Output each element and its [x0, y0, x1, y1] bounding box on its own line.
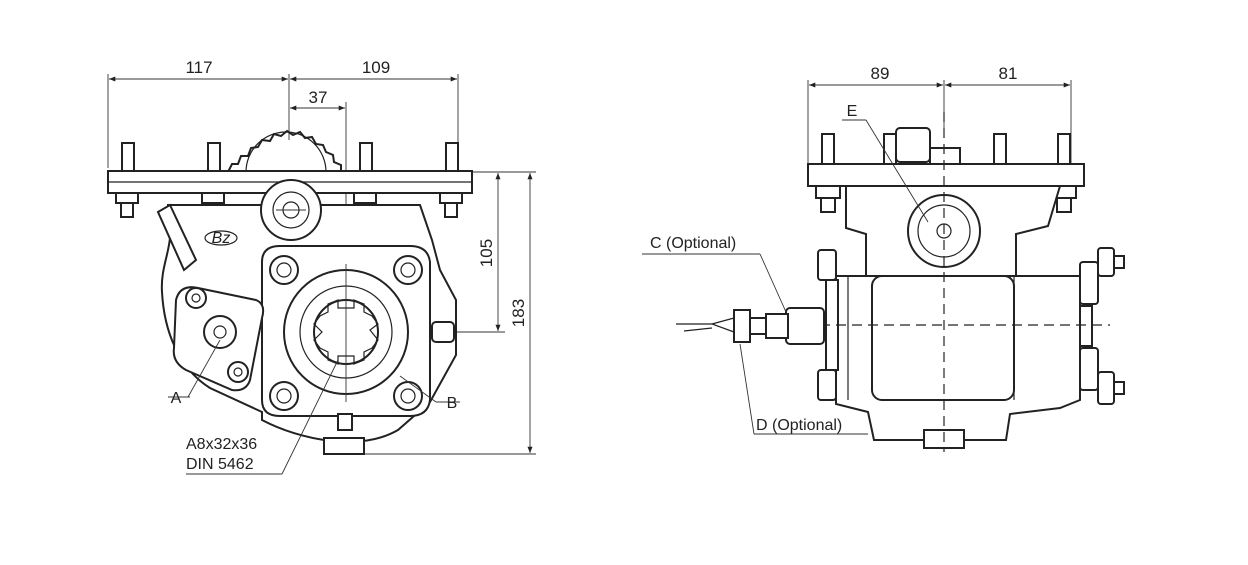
- dim-117: 117: [185, 58, 212, 77]
- leader-b: [399, 375, 437, 403]
- dim-109: 109: [362, 58, 390, 77]
- left-tab: [156, 203, 198, 272]
- output-shaft-spline: [283, 264, 409, 402]
- label-c-optional: C (Optional): [650, 235, 736, 252]
- side-cover: [871, 275, 1015, 401]
- dim-183: 183: [509, 299, 528, 327]
- dimension-front-heights: 105 183: [360, 171, 536, 455]
- drain-plug: [323, 437, 365, 455]
- leader-spline: [281, 359, 339, 475]
- svg-text:Bz: Bz: [212, 230, 231, 247]
- side-pin: [431, 321, 455, 343]
- label-d-optional: D (Optional): [756, 417, 842, 434]
- top-nub: [895, 127, 931, 163]
- leader-a: [187, 339, 221, 398]
- bz-logo: Bz: [204, 230, 238, 247]
- front-view: 117 109 37 105 183: [107, 58, 536, 475]
- side-right-bolts: [1079, 247, 1125, 405]
- side-mounting-flange: [807, 163, 1085, 187]
- side-view: 89 81: [642, 64, 1125, 452]
- dim-37: 37: [309, 88, 328, 107]
- dim-105: 105: [477, 239, 496, 267]
- gear: [227, 129, 342, 173]
- optional-fittings: [676, 307, 825, 345]
- shift-cover-a: [172, 286, 265, 392]
- dimension-front-width: 117 109: [107, 58, 459, 168]
- label-spline-standard: DIN 5462: [186, 456, 254, 473]
- label-b: B: [447, 395, 458, 412]
- leader-d: [739, 343, 755, 435]
- dimension-side-width: 89 81: [807, 64, 1072, 168]
- label-e: E: [847, 103, 858, 120]
- label-spline-profile: A8x32x36: [186, 436, 257, 453]
- dim-81: 81: [999, 64, 1018, 83]
- label-a: A: [171, 390, 182, 407]
- dim-89: 89: [871, 64, 890, 83]
